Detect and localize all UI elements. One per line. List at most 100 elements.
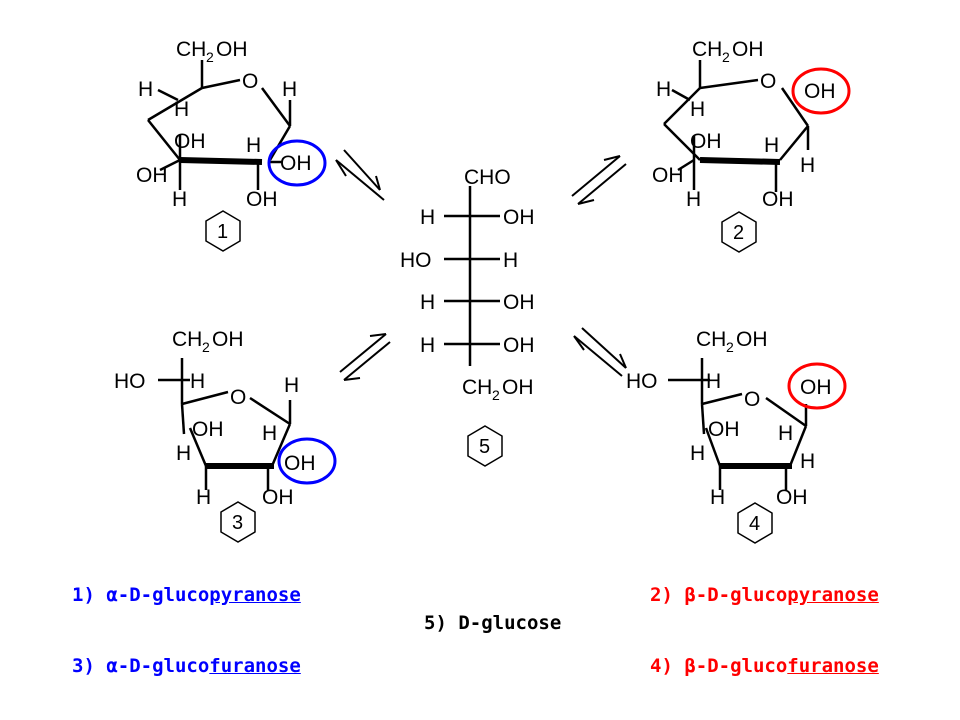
s2-ch2oh-ch: CH [692, 38, 722, 61]
s1-h-c1: H [282, 78, 297, 101]
s3-oh-c1: OH [284, 452, 316, 475]
s3-h-c2: H [262, 422, 277, 445]
s5-c4-left: H [420, 291, 435, 314]
caption-beta-glucopyranose: 2) β-D-glucopyranose [650, 584, 879, 606]
s2-h-c1: H [800, 154, 815, 177]
s2-h-c5-inner: H [690, 98, 705, 121]
beta-oh-highlight-2 [791, 67, 851, 115]
s3-oh-c3: OH [192, 418, 224, 441]
s1-h-c5: H [138, 78, 153, 101]
s1-ch2oh-ch: CH [176, 38, 206, 61]
s3-ch2oh-oh: OH [212, 328, 244, 351]
structure-number-2: 2 [733, 222, 744, 244]
s4-ch2oh-ch: CH [696, 328, 726, 351]
caption-2-prefix: 2) [650, 584, 685, 606]
s5-c5-left: H [420, 334, 435, 357]
s1-oh-c3-outer: OH [136, 164, 168, 187]
s2-h-c2: H [764, 134, 779, 157]
s3-ch2oh-sub: 2 [202, 339, 210, 355]
structure-number-3: 3 [232, 512, 243, 534]
s5-ch2oh-ch: CH [462, 376, 492, 399]
s2-ch2oh-oh: OH [732, 38, 764, 61]
s2-ch2oh-sub: 2 [722, 49, 730, 65]
s1-oh-c4: OH [174, 130, 206, 153]
s4-h-c3: H [710, 486, 725, 509]
caption-3-ring: furanose [209, 655, 301, 677]
s3-ch2oh-ch: CH [172, 328, 202, 351]
number-hexagon-3 [220, 501, 256, 543]
caption-1-name: -D-gluco [117, 584, 210, 606]
s2-ring-oxygen: O [760, 70, 776, 93]
caption-2-name: -D-gluco [695, 584, 788, 606]
caption-beta-glucofuranose: 4) β-D-glucofuranose [650, 655, 879, 677]
s5-ch2oh-oh: OH [502, 376, 534, 399]
s3-oh-c2: OH [262, 486, 294, 509]
caption-4-greek: β [684, 655, 696, 677]
s4-oh-c1: OH [800, 376, 832, 399]
s4-ch2oh-sub: 2 [726, 339, 734, 355]
number-hexagon-5 [467, 425, 503, 467]
s2-oh-c1: OH [804, 80, 836, 103]
s1-ch2oh-oh: OH [216, 38, 248, 61]
s3-ring-oxygen: O [230, 386, 246, 409]
structure-number-1: 1 [217, 221, 228, 243]
s5-c2-right: OH [503, 206, 535, 229]
s1-ch2oh-sub: 2 [206, 49, 214, 65]
s4-ho-c5: HO [626, 370, 658, 393]
caption-1-prefix: 1) [72, 584, 107, 606]
number-hexagon-1 [205, 210, 241, 252]
number-hexagon-4 [737, 502, 773, 544]
structure-number-4: 4 [749, 513, 760, 535]
number-hexagon-2 [721, 211, 757, 253]
s1-h-c3: H [172, 188, 187, 211]
beta-oh-highlight-4 [787, 362, 847, 410]
s2-oh-c3-outer: OH [652, 164, 684, 187]
caption-alpha-glucofuranose: 3) α-D-glucofuranose [72, 655, 301, 677]
s4-h-c5: H [706, 370, 721, 393]
equilibrium-arrow-4-5 [573, 327, 627, 377]
s2-oh-c2: OH [762, 188, 794, 211]
s4-ch2oh-oh: OH [736, 328, 768, 351]
equilibrium-arrow-3-5 [339, 333, 391, 381]
structure-beta-glucopyranose [663, 60, 851, 253]
s5-ch2oh-sub: 2 [492, 387, 500, 403]
s1-oh-c1: OH [280, 152, 312, 175]
s2-oh-c4: OH [690, 130, 722, 153]
caption-4-ring: furanose [787, 655, 879, 677]
s3-h-c4: H [176, 442, 191, 465]
s4-h-c2: H [778, 422, 793, 445]
caption-1-ring: pyranose [209, 584, 301, 606]
s1-h-c5-inner: H [174, 98, 189, 121]
s3-h-c3: H [196, 486, 211, 509]
alpha-oh-highlight-3 [277, 437, 337, 485]
s4-ring-oxygen: O [744, 388, 760, 411]
caption-4-name: -D-gluco [695, 655, 788, 677]
equilibrium-arrow-2-5 [571, 155, 627, 205]
caption-alpha-glucopyranose: 1) α-D-glucopyranose [72, 584, 301, 606]
caption-2-ring: pyranose [787, 584, 879, 606]
s5-c4-right: OH [503, 291, 535, 314]
s5-c5-right: OH [503, 334, 535, 357]
s5-c3-left: HO [400, 249, 432, 272]
caption-3-greek: α [106, 655, 118, 677]
s2-h-c5: H [656, 78, 671, 101]
structure-open-chain-glucose [444, 186, 503, 467]
s4-h-c1: H [800, 450, 815, 473]
structure-number-5: 5 [479, 436, 490, 458]
caption-2-greek: β [684, 584, 696, 606]
alpha-oh-highlight-1 [267, 139, 327, 187]
s5-cho: CHO [464, 166, 511, 189]
caption-3-prefix: 3) [72, 655, 107, 677]
s4-oh-c2: OH [776, 486, 808, 509]
equilibrium-arrow-1-5 [335, 149, 385, 201]
s3-ho-c5: HO [114, 370, 146, 393]
structure-alpha-glucopyranose [147, 60, 327, 252]
caption-5-text: 5) D-glucose [424, 612, 562, 634]
s1-oh-c2: OH [246, 188, 278, 211]
s3-h-c1: H [284, 374, 299, 397]
s1-h-c2: H [246, 134, 261, 157]
structure-alpha-glucofuranose [158, 358, 337, 543]
s4-oh-c3: OH [708, 418, 740, 441]
